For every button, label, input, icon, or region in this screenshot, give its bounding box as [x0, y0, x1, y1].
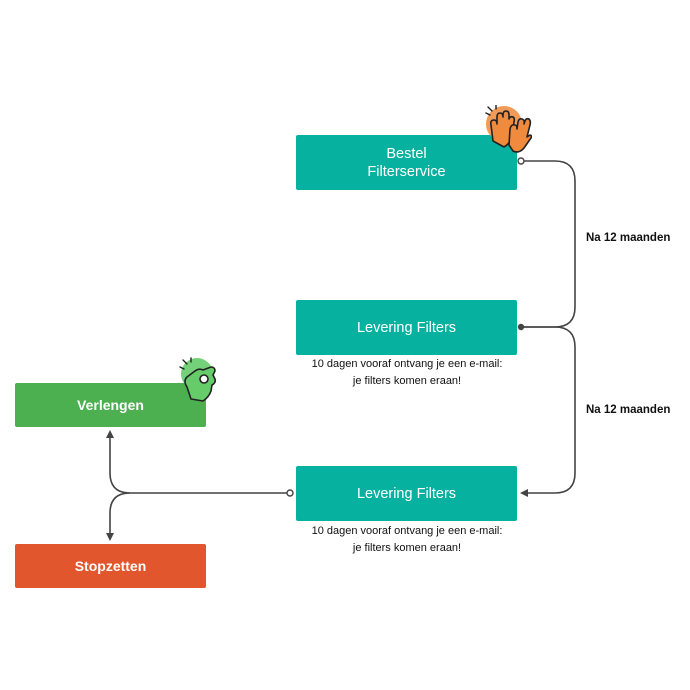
note-line: 10 dagen vooraf ontvang je een e-mail:: [311, 358, 503, 370]
node-renew: Verlengen: [15, 383, 206, 427]
connector-branch-dot: [286, 489, 294, 497]
node-delivery-2-label: Levering Filters: [356, 485, 457, 502]
connector-order-to-delivery1: [521, 160, 576, 328]
ok-hand-icon: [179, 357, 216, 402]
high-five-icon: [485, 105, 532, 153]
edge-label-delivery1-delivery2: Na 12 maanden: [586, 404, 671, 416]
node-order-line2: Filterservice: [367, 163, 446, 180]
node-delivery-2: Levering Filters: [296, 466, 517, 521]
node-delivery-1-label: Levering Filters: [356, 319, 457, 336]
connector-delivery1-to-delivery2: [520, 326, 576, 497]
connector-start-dot: [517, 157, 525, 165]
node-order-line1: Bestel: [386, 145, 427, 162]
connector-branch-to-stop: [106, 492, 131, 541]
node-stop: Stopzetten: [15, 544, 206, 588]
node-delivery-2-note: 10 dagen vooraf ontvang je een e-mail: j…: [277, 523, 537, 557]
note-line: je filters komen eraan!: [352, 375, 462, 387]
node-renew-label: Verlengen: [77, 397, 144, 413]
node-delivery-1: Levering Filters: [296, 300, 517, 355]
note-line: 10 dagen vooraf ontvang je een e-mail:: [311, 525, 503, 537]
edge-label-order-delivery1: Na 12 maanden: [586, 232, 671, 244]
connector-branch-to-renew: [106, 430, 131, 494]
node-order: Bestel Filterservice: [296, 135, 517, 190]
note-line: je filters komen eraan!: [352, 542, 462, 554]
node-stop-label: Stopzetten: [74, 558, 147, 574]
node-delivery-1-note: 10 dagen vooraf ontvang je een e-mail: j…: [277, 356, 537, 390]
